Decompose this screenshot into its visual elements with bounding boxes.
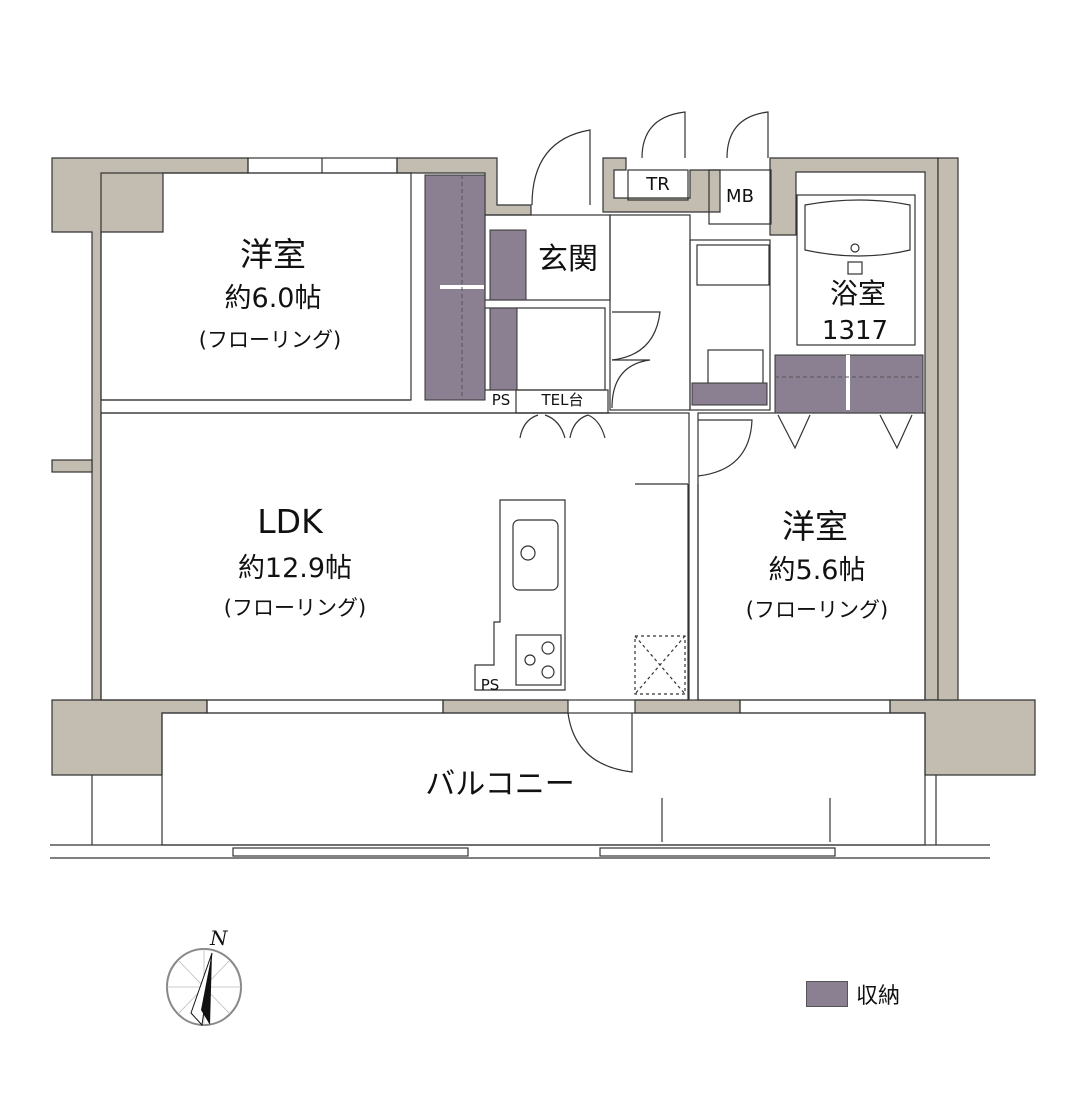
mb-label: MB — [726, 186, 754, 207]
room-2-name: 洋室 — [782, 507, 848, 546]
ldk-floor: (フローリング) — [223, 596, 367, 620]
room-2-floor: (フローリング) — [745, 598, 889, 622]
room-1-name: 洋室 — [240, 235, 306, 274]
legend: 収納 — [806, 978, 900, 1010]
legend-storage-label: 収納 — [856, 984, 901, 1009]
entrance-label: 玄関 — [538, 242, 598, 277]
compass-icon — [166, 948, 242, 1027]
ps-label-upper: PS — [491, 391, 511, 409]
ps-label-lower: PS — [480, 676, 500, 694]
bathroom-size-code: 1317 — [821, 316, 889, 346]
balcony-label: バルコニー — [425, 767, 575, 802]
tel-label: TEL台 — [541, 391, 584, 409]
room-1-floor: (フローリング) — [198, 328, 342, 352]
room-2-size: 約5.6帖 — [768, 555, 866, 586]
storage-swatch — [806, 981, 848, 1007]
partition-lines — [50, 111, 990, 859]
bathroom-label: 浴室 — [829, 277, 886, 310]
tr-label: TR — [646, 174, 670, 195]
room-1-size: 約6.0帖 — [224, 283, 322, 314]
compass-north-label: N — [210, 926, 228, 950]
ldk-size: 約12.9帖 — [237, 553, 353, 584]
ldk-name: LDK — [257, 502, 323, 541]
